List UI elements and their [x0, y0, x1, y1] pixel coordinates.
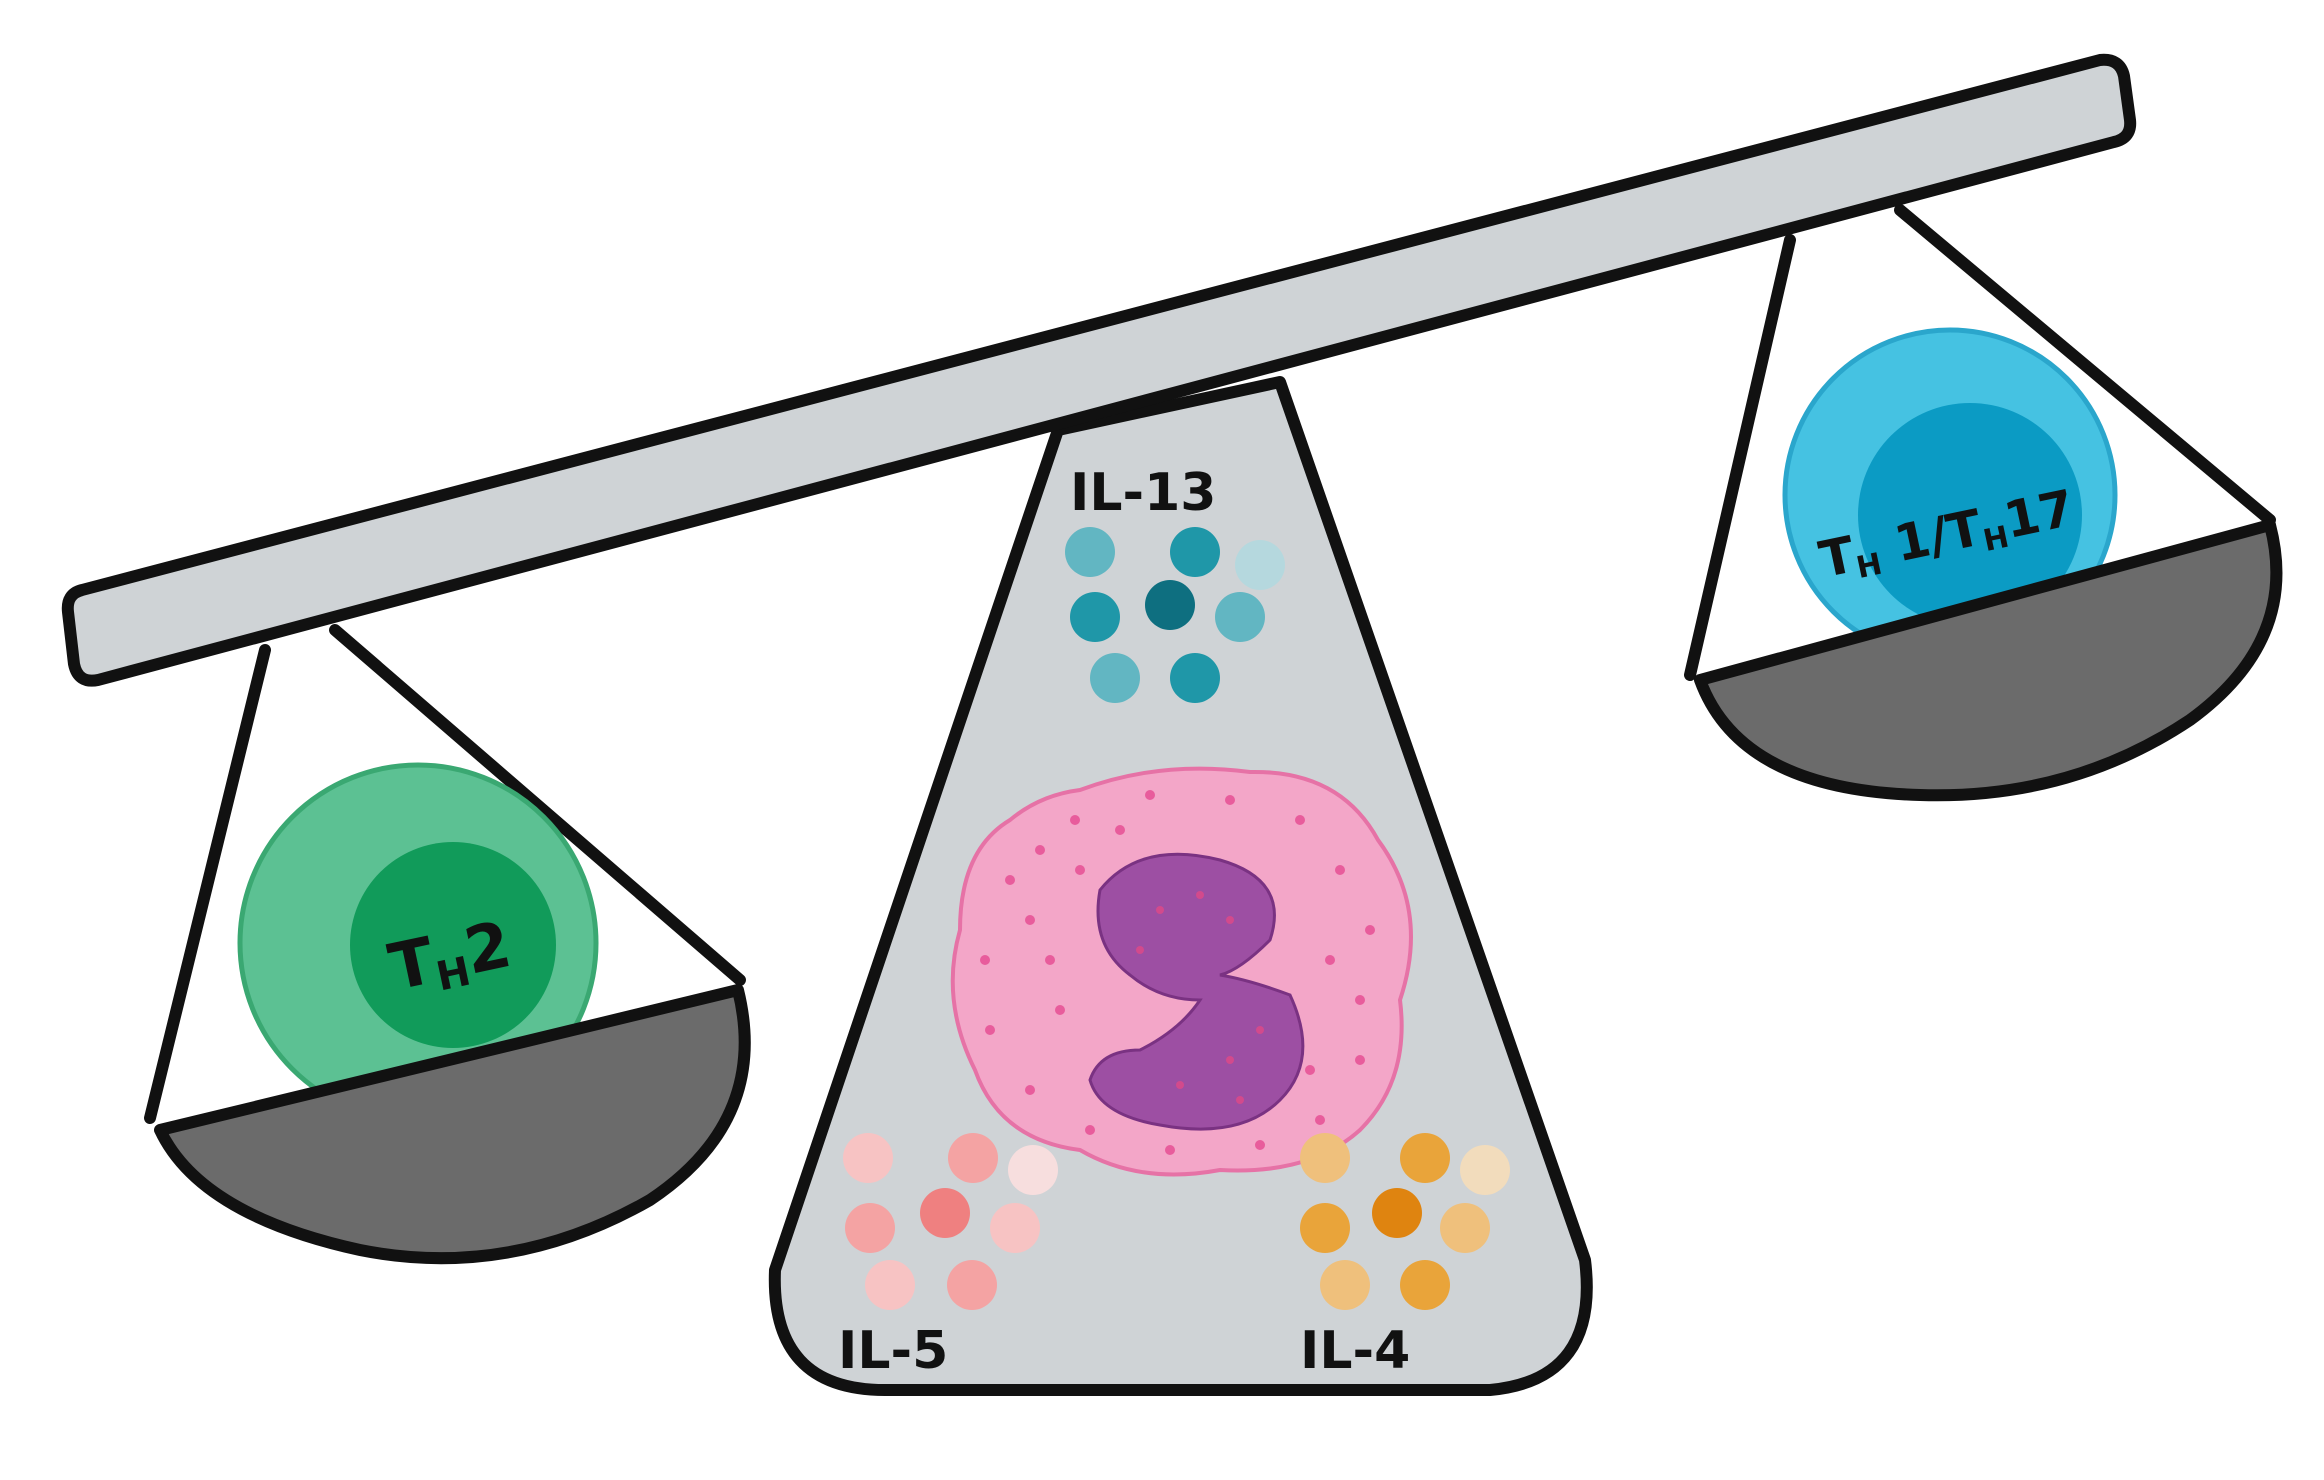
th2-cell-nucleus [350, 842, 556, 1048]
left-pan-strings [144, 624, 746, 1124]
th2-cell: TH2 [237, 762, 599, 1124]
il4-cluster [1300, 1133, 1510, 1310]
eosinophil-cell-icon [950, 766, 1413, 1177]
left-pan-bowl [154, 984, 751, 1265]
il4-label: IL-4 [1300, 1321, 1410, 1381]
il13-cluster [1065, 527, 1285, 703]
balance-beam [61, 53, 2137, 687]
il5-label: IL-5 [838, 1321, 948, 1381]
eosinophil-nucleus [1088, 852, 1305, 1131]
right-pan-bowl [1694, 519, 2283, 802]
right-pan-strings [1684, 204, 2276, 681]
th1-th17-cell-nucleus [1858, 403, 2082, 627]
il5-cluster [843, 1133, 1058, 1310]
il13-label: IL-13 [1070, 463, 1216, 523]
th1-th17-cell: TH 1/TH17 [1782, 327, 2118, 663]
